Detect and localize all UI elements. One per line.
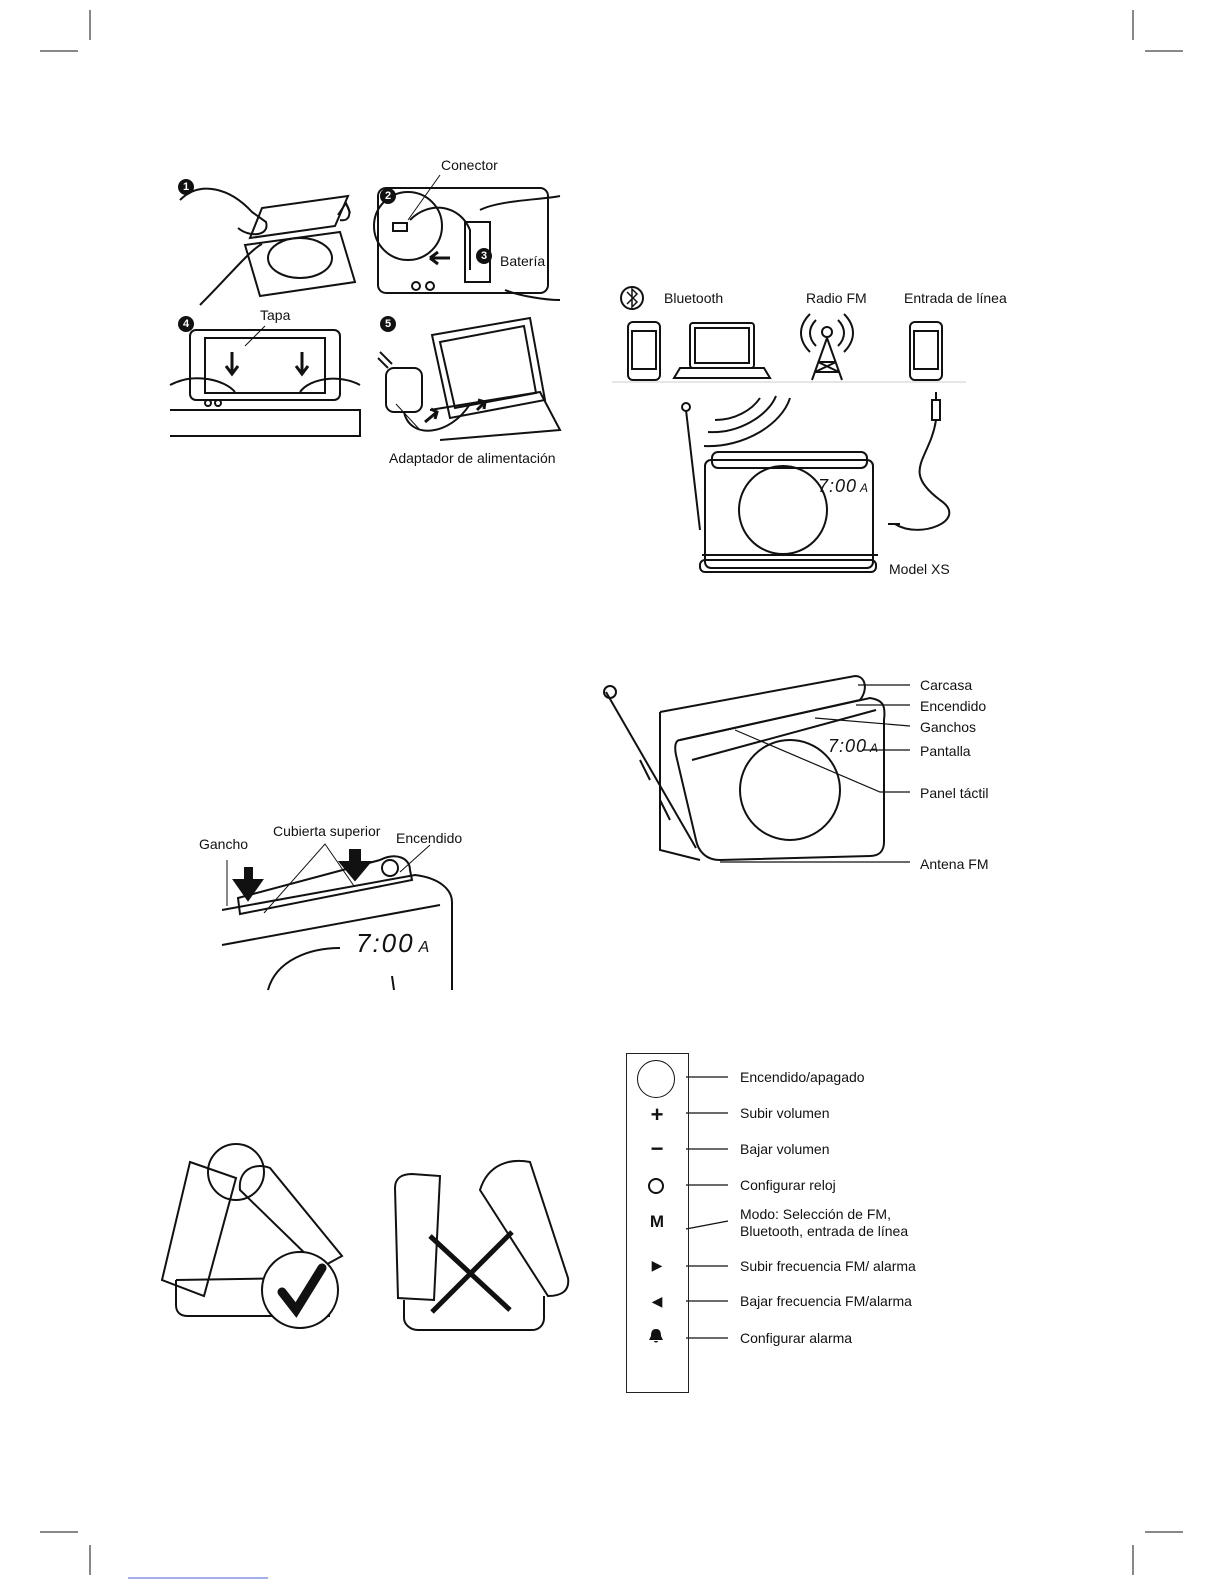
step1-illustration <box>179 187 357 306</box>
label-ganchos: Ganchos <box>920 719 977 735</box>
control-label-freq-down: Bajar frecuencia FM/alarma <box>740 1293 912 1309</box>
correct-stand-illustration <box>160 1143 344 1329</box>
control-panel: + − M ▶ ◀ <box>626 1053 689 1393</box>
control-label-mode: Modo: Selección de FM,Bluetooth, entrada… <box>740 1206 909 1239</box>
label-carcasa: Carcasa <box>920 677 973 693</box>
step-badges <box>178 179 492 332</box>
phone-icon <box>627 321 661 381</box>
label-antena-fm: Antena FM <box>920 856 989 872</box>
step5-illustration <box>377 316 562 441</box>
music-player-icon <box>909 321 943 381</box>
label-conector: Conector <box>441 157 498 173</box>
label-line-in: Entrada de línea <box>904 290 1007 306</box>
control-label-alarm: Configurar alarma <box>740 1330 853 1346</box>
step-number-2: 2 <box>385 190 392 202</box>
label-adaptador: Adaptador de alimentación <box>389 450 556 466</box>
step-number-4: 4 <box>183 318 190 330</box>
label-encendido: Encendido <box>920 698 987 714</box>
control-label-vol-up: Subir volumen <box>740 1105 830 1121</box>
play-right-icon[interactable]: ▶ <box>651 1257 663 1273</box>
plus-icon[interactable]: + <box>650 1102 664 1127</box>
bell-icon[interactable] <box>648 1328 664 1344</box>
label-radio-fm: Radio FM <box>806 290 867 306</box>
crop-marks <box>40 10 1183 1575</box>
play-left-icon[interactable]: ◀ <box>651 1293 663 1309</box>
step2-illustration <box>373 187 561 301</box>
bluetooth-symbol-icon <box>620 286 644 310</box>
label-panel-tactil: Panel táctil <box>920 785 989 801</box>
top-cover-illustration <box>221 849 453 991</box>
label-encendido-cover: Encendido <box>396 830 463 846</box>
mode-icon[interactable]: M <box>649 1212 665 1231</box>
clock-icon[interactable] <box>648 1178 664 1194</box>
control-label-power: Encendido/apagado <box>740 1069 865 1085</box>
radio-unit-front <box>699 451 878 573</box>
control-label-freq-up: Subir frecuencia FM/ alarma <box>740 1258 916 1274</box>
label-tapa: Tapa <box>260 307 291 323</box>
radio-unit-overview <box>603 674 886 862</box>
step-number-5: 5 <box>385 318 392 330</box>
label-cubierta-superior: Cubierta superior <box>273 823 381 839</box>
control-label-vol-down: Bajar volumen <box>740 1141 830 1157</box>
power-button-circle[interactable] <box>637 1060 675 1098</box>
controls-leader-lines <box>685 1076 729 1339</box>
radio-tower-icon <box>800 313 854 381</box>
minus-icon[interactable]: − <box>650 1136 664 1161</box>
label-pantalla: Pantalla <box>920 743 971 759</box>
label-gancho: Gancho <box>199 836 249 852</box>
step-number-3: 3 <box>481 250 488 262</box>
step4-illustration <box>169 329 361 437</box>
control-label-clock: Configurar reloj <box>740 1177 836 1193</box>
top-cover-leader-lines <box>226 843 431 914</box>
step-number-1: 1 <box>183 181 190 193</box>
overview-leader-lines <box>720 684 911 863</box>
laptop-icon <box>672 322 772 379</box>
incorrect-stand-illustration <box>393 1159 570 1331</box>
label-bluetooth: Bluetooth <box>664 290 724 306</box>
label-model: Model XS <box>889 561 950 577</box>
label-bateria: Batería <box>500 253 546 269</box>
